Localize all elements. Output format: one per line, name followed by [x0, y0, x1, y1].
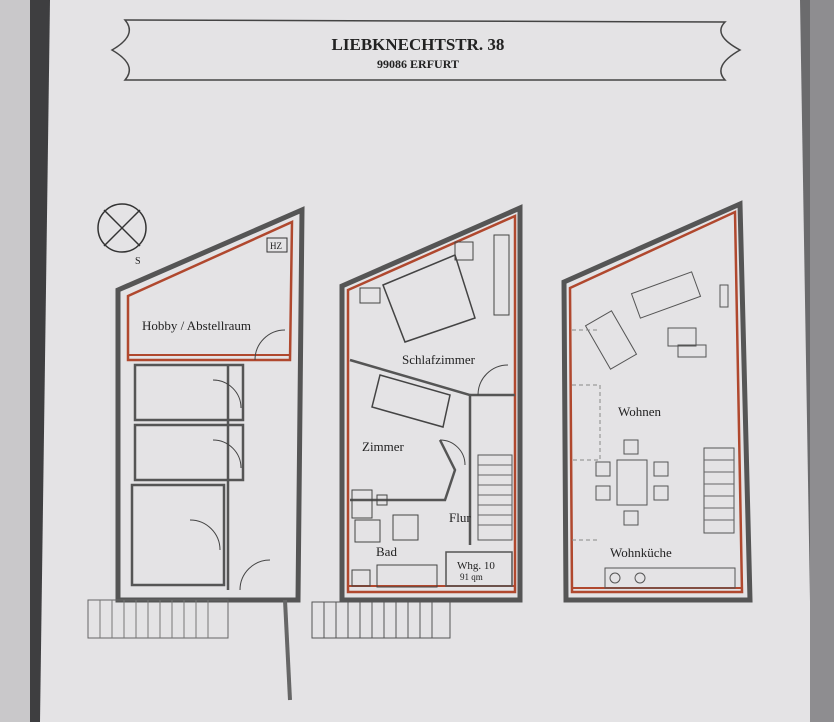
room-zimmer: Zimmer — [362, 439, 405, 454]
compass-icon: S — [97, 203, 147, 267]
unit-label: Whg. 10 — [457, 560, 495, 572]
compass-label: S — [135, 256, 141, 267]
room-flur: Flur — [449, 510, 471, 525]
plan-living-floor: Wohnen Wohnküche — [561, 200, 753, 603]
room-schlafzimmer: Schlafzimmer — [402, 352, 476, 367]
unit-area: 91 qm — [460, 572, 483, 582]
room-hobby: Hobby / Abstellraum — [142, 318, 251, 333]
room-wohnen: Wohnen — [618, 404, 661, 419]
hz-marker: HZ — [270, 241, 282, 251]
title-banner: LIEBKNECHTSTR. 38 99086 ERFURT — [110, 19, 742, 81]
paper-sheet — [40, 0, 812, 722]
room-wohnkueche: Wohnküche — [610, 545, 672, 560]
plan-basement: HZ Hobby / Abstellraum — [87, 206, 305, 701]
room-bad: Bad — [376, 544, 397, 559]
title-street: LIEBKNECHTSTR. 38 — [332, 35, 505, 54]
title-city: 99086 ERFURT — [377, 57, 459, 71]
plan-upper-floor: Schlafzimmer Zimmer Flur Bad Whg. 10 91 … — [311, 204, 523, 639]
